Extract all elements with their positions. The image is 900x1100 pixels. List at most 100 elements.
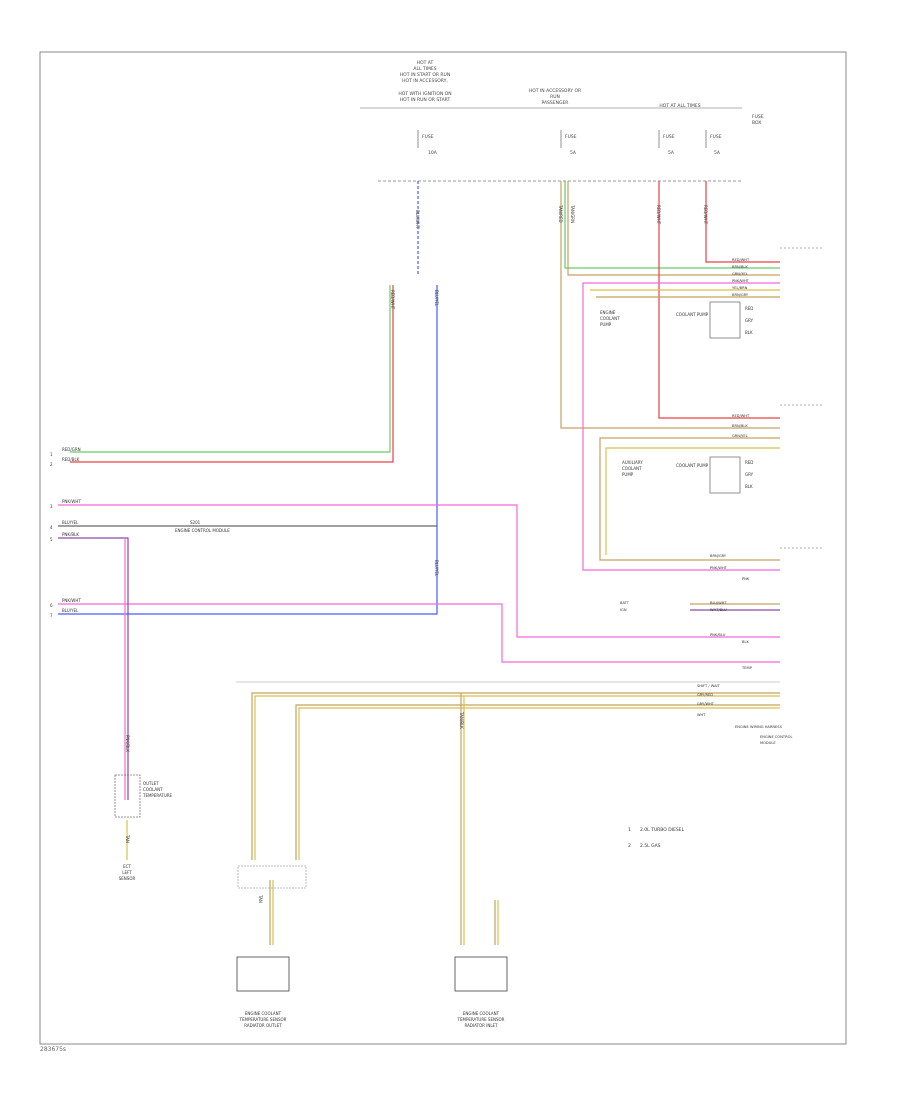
diagram-frame (39, 51, 847, 1045)
wire-yellow-pump2 (605, 447, 780, 555)
wire-red-f4 (705, 181, 780, 263)
harness-row: GRY/WHT (697, 702, 715, 706)
pin-label: BLU/YEL (62, 520, 79, 525)
pin-number: 4 (50, 525, 53, 530)
module-pin-label: RED (745, 460, 753, 465)
fuse-name: FUSE (565, 134, 577, 140)
ecm-right-block: BRN/GRY PNK/WHT PNK BLK BLU/WHT WHT/BLU … (620, 547, 822, 745)
pin-label: PNK/WHT (62, 598, 81, 603)
wire-blue (58, 285, 438, 615)
module-line: COOLANT (600, 316, 620, 321)
pin-label: PNK/WHT (62, 499, 81, 504)
wire-labels: BLU/WHT RED/WHT BLU/YEL BLU/YEL TAN/RED … (125, 204, 708, 903)
wire-pink-1 (58, 504, 780, 638)
sensor-caption: ENGINE COOLANT (463, 1011, 500, 1016)
wire-label: TAN (258, 894, 263, 903)
sensor-caption: SENSOR (119, 876, 136, 881)
wire-label: RED/WHT (703, 205, 708, 225)
header-line: HOT IN START OR RUN (400, 72, 450, 78)
pin-label: BRN/GRY (732, 293, 749, 297)
pin-label: RED/WHT (732, 414, 750, 418)
fuse-name: FUSE (710, 134, 722, 140)
module-line: AUXILIARY (622, 460, 643, 465)
wire-red-f3 (658, 181, 780, 419)
sensor-caption: RADIATOR INLET (464, 1023, 498, 1028)
header-mid-block: HOT IN ACCESSORY OR RUN PASSENGER (529, 88, 581, 106)
sensor-line: COOLANT (143, 787, 163, 792)
fuse-name: FUSE (663, 134, 675, 140)
ecm-pin-label: WHT/BLU (710, 608, 727, 612)
header-main-block: HOT AT ALL TIMES HOT IN START OR RUN HOT… (398, 60, 451, 103)
pin-number: 6 (50, 603, 53, 608)
module-box (709, 456, 741, 494)
ecm-pin-label: BRN/GRY (710, 554, 727, 558)
pin-number: 5 (50, 537, 53, 542)
header-line: PASSENGER (542, 100, 569, 106)
connector-note: ENGINE CONTROL MODULE (175, 528, 230, 533)
wire-green-f2 (564, 181, 780, 269)
ecm-title: ENGINE CONTROL (760, 735, 792, 739)
module-line: ENGINE (600, 310, 616, 315)
wire-label: PNK/BLK (125, 735, 130, 752)
wire-label: RED/WHT (390, 290, 395, 310)
module-title: COOLANT PUMP (676, 312, 709, 317)
module-line: PUMP (600, 322, 612, 327)
sensor-caption: ECT (123, 864, 131, 869)
fuse-rating: 10A (428, 150, 438, 156)
fuse: FUSE 5A (658, 130, 675, 156)
sensor-caption: LEFT (122, 870, 132, 875)
wire-label: RED/WHT (656, 205, 661, 225)
wire-harness-1b (254, 695, 780, 860)
ecm-note: IGN (620, 608, 627, 612)
module-pin-label: BLK (745, 330, 753, 335)
header-line: HOT IN ACCESSORY OR (529, 88, 581, 94)
wire-harness-2 (295, 704, 780, 860)
legend-text: 2.0L TURBO DIESEL (640, 827, 685, 833)
right-pin-block-1: RED/WHT BRN/BLK GRN/YEL PNK/WHT YEL/BRN … (732, 247, 822, 297)
pin-label: RED/BLK (62, 457, 80, 462)
fuse-rating: 5A (714, 150, 721, 156)
pin-label: YEL/BRN (732, 286, 748, 290)
wire-label: TAN/GRN (570, 204, 575, 223)
pin-label: BRN/BLK (732, 424, 748, 428)
pin-label: PNK/WHT (732, 279, 750, 283)
pin-number: 1 (50, 452, 53, 457)
sensor-caption: TEMPERATURE SENSOR (239, 1017, 287, 1022)
harness-row: WHT (697, 713, 706, 717)
harness-note: ENGINE WIRING HARNESS (735, 725, 783, 729)
pin-number: 3 (50, 504, 53, 509)
ecm-pin-label: PNK/WHT (710, 566, 728, 570)
fuse: FUSE 5A (705, 130, 722, 156)
ecm-title: MODULE (760, 741, 776, 745)
pin-label: BLU/YEL (62, 608, 79, 613)
pin-label: BRN/BLK (732, 265, 748, 269)
pin-label: RED/GRN (62, 447, 81, 452)
wire-label: BLU/YEL (434, 560, 439, 577)
sensor-caption: ENGINE COOLANT (245, 1011, 282, 1016)
ecm-note: TEMP (741, 666, 753, 670)
header-line: ALL TIMES (413, 66, 436, 72)
wire-label: TAN (125, 834, 130, 843)
header-line: FUSE (752, 114, 764, 120)
module-pin-label: RED (745, 306, 753, 311)
module-pin-label: GRY (745, 318, 754, 323)
connector-box (237, 865, 307, 889)
module-box (709, 301, 741, 339)
header-right-block: FUSE BOX (752, 114, 764, 126)
pin-label: GRN/YEL (732, 434, 748, 438)
fuse-rating: 5A (668, 150, 675, 156)
left-connector: 1 RED/GRN 2 RED/BLK 3 PNK/WHT 4 BLU/YEL … (50, 447, 230, 618)
header-line: HOT AT (417, 60, 434, 66)
pin-label: RED/WHT (732, 258, 750, 262)
footer-image-id: 283675s (40, 1046, 67, 1053)
pin-number: 7 (50, 613, 53, 618)
fuse: FUSE 5A (560, 130, 577, 156)
module-title: COOLANT PUMP (676, 463, 709, 468)
fuse-name: FUSE (422, 134, 434, 140)
splice-label: S201 (190, 520, 201, 525)
wire-label: TAN/BLK (459, 711, 464, 729)
legend-key: 2 (628, 843, 631, 849)
harness-block: SHIFT / WAIT GRY/RED GRY/WHT WHT ENGINE … (236, 681, 783, 729)
wire-pink-2 (58, 603, 780, 663)
